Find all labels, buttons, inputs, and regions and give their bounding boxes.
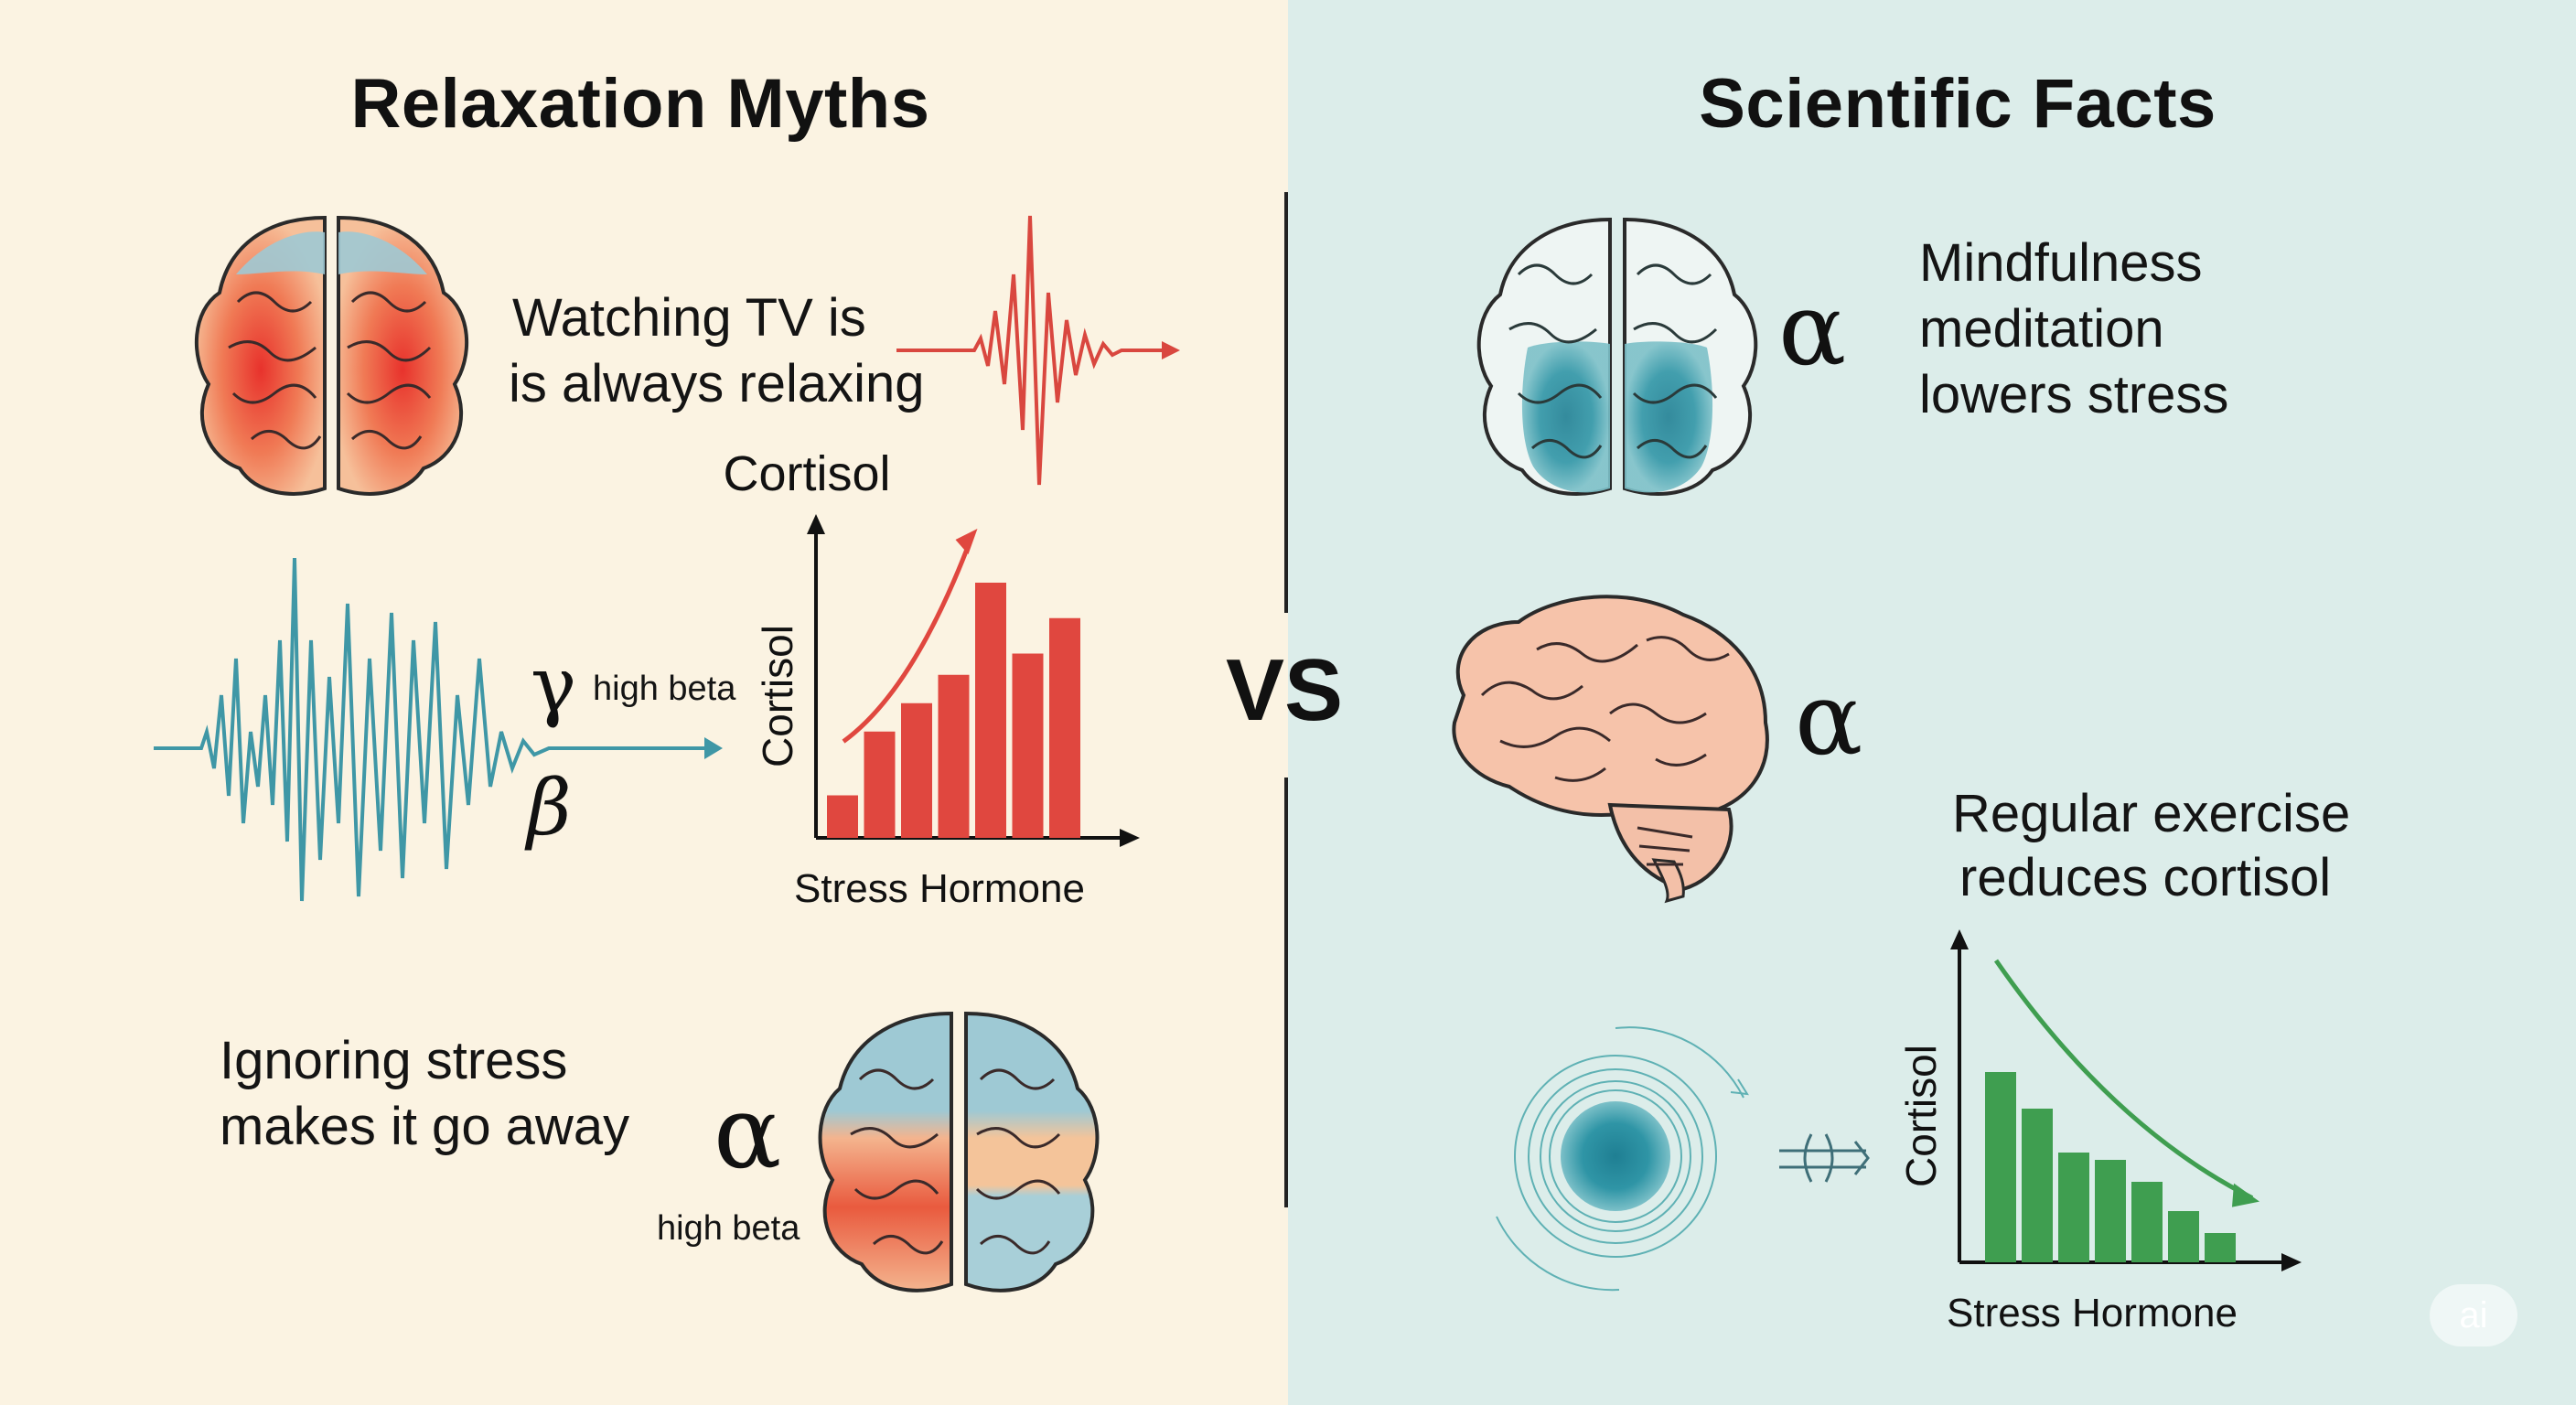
beta-symbol: β: [527, 763, 572, 853]
fact-mindfulness-line1: Mindfulness: [1919, 233, 2203, 293]
bar: [827, 795, 858, 838]
ripple-icon: [1496, 1026, 1749, 1292]
high-beta-label: high beta: [593, 670, 736, 708]
ai-watermark-icon: ai: [2430, 1284, 2517, 1346]
high-beta-label: high beta: [657, 1209, 800, 1248]
bar: [864, 731, 896, 838]
x-axis-arrow: [1120, 829, 1140, 847]
fact-exercise-line1: Regular exercise: [1952, 784, 2351, 843]
bar: [2022, 1109, 2053, 1262]
bar: [1049, 617, 1080, 838]
bar: [2058, 1153, 2089, 1262]
fact-exercise-line2: reduces cortisol: [1959, 848, 2332, 907]
x-axis-label: Stress Hormone: [794, 866, 1085, 911]
x-axis-label: Stress Hormone: [1947, 1291, 2238, 1335]
bar: [1012, 653, 1044, 838]
x-axis-arrow: [2281, 1253, 2302, 1271]
brain-split-icon: [818, 1011, 1100, 1292]
vs-label: VS: [1226, 641, 1344, 739]
bar: [901, 702, 932, 838]
brain-heat-icon: [194, 215, 469, 496]
bar: [975, 583, 1006, 838]
facts-title: Scientific Facts: [1699, 65, 2216, 143]
wave-icon: [1779, 1133, 1870, 1183]
y-axis-arrow: [807, 514, 825, 534]
wave-icon: [896, 215, 1171, 486]
bar: [2131, 1182, 2163, 1262]
fact-mindfulness-line3: lowers stress: [1919, 365, 2229, 424]
myth-tv-line1: Watching TV is: [512, 288, 866, 348]
fact-mindfulness-line2: meditation: [1919, 299, 2164, 359]
bar: [938, 674, 970, 838]
y-axis-arrow: [1950, 929, 1969, 949]
myth-tv-line2: is always relaxing: [509, 354, 925, 413]
chart-title: Cortisol: [723, 446, 890, 501]
alpha-symbol: α: [1795, 660, 1863, 778]
myth-ignore-line1: Ignoring stress: [220, 1031, 568, 1090]
bar: [2168, 1211, 2199, 1262]
bar: [2205, 1233, 2236, 1262]
myths-title: Relaxation Myths: [350, 65, 930, 143]
trend-arrowhead: [955, 529, 978, 554]
trend-arrow: [1993, 959, 2254, 1200]
y-axis-label: Cortisol: [1897, 1045, 1945, 1187]
brain-side-icon: [1452, 595, 1769, 904]
trend-arrowhead: [2232, 1183, 2259, 1207]
myth-ignore-line2: makes it go away: [220, 1097, 630, 1156]
bar: [2095, 1160, 2126, 1262]
gamma-symbol: γ: [531, 640, 577, 730]
bar: [1985, 1072, 2016, 1262]
brain-teal-icon: [1476, 217, 1758, 496]
alpha-symbol: α: [714, 1074, 782, 1191]
divider-bottom: [1284, 778, 1288, 1207]
y-axis-label: Cortisol: [754, 625, 801, 767]
alpha-symbol: α: [1778, 271, 1847, 388]
divider-top: [1284, 192, 1288, 613]
wave-icon: [154, 557, 714, 902]
trend-arrow: [842, 535, 974, 744]
